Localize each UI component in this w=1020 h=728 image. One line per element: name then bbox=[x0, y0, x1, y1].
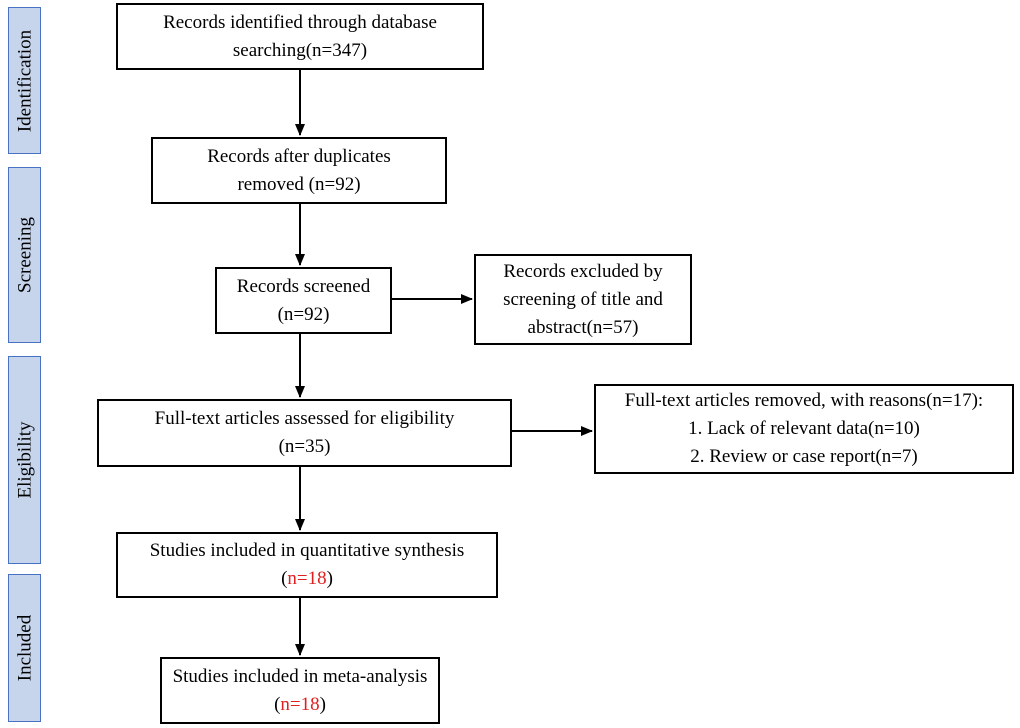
quantitative-count: n=18 bbox=[287, 568, 327, 589]
meta-close-paren: ) bbox=[319, 693, 326, 715]
box-records-identified-line1: Records identified through database bbox=[163, 11, 437, 33]
meta-count: n=18 bbox=[280, 693, 320, 715]
box-fulltext-assessed: Full-text articles assessed for eligibil… bbox=[97, 399, 512, 467]
box-fulltext-removed: Full-text articles removed, with reasons… bbox=[594, 384, 1014, 474]
phase-identification: Identification bbox=[8, 7, 41, 154]
box-records-excluded: Records excluded by screening of title a… bbox=[474, 254, 692, 345]
box-quantitative-synthesis-line2: (n=18) bbox=[281, 565, 333, 593]
quantitative-open-paren: ( bbox=[281, 568, 288, 589]
phase-eligibility: Eligibility bbox=[8, 356, 41, 564]
box-records-identified: Records identified through database sear… bbox=[116, 3, 484, 70]
box-records-identified-line2: searching(n=347) bbox=[232, 39, 368, 61]
quantitative-close-paren: ) bbox=[326, 568, 333, 589]
phase-screening: Screening bbox=[8, 167, 41, 343]
box-fulltext-assessed-line2: (n=35) bbox=[278, 436, 331, 457]
box-quantitative-synthesis-line1: Studies included in quantitative synthes… bbox=[149, 540, 465, 561]
box-meta-analysis-line2: (n=18) bbox=[274, 691, 326, 719]
box-fulltext-removed-line2: 1. Lack of relevant data(n=10) bbox=[688, 418, 920, 439]
box-fulltext-removed-line1: Full-text articles removed, with reasons… bbox=[624, 390, 984, 411]
box-after-duplicates: Records after duplicates removed (n=92) bbox=[151, 137, 447, 204]
box-records-excluded-line1: Records excluded by bbox=[503, 260, 663, 282]
box-records-excluded-line3: abstract(n=57) bbox=[527, 316, 639, 338]
box-meta-analysis-line1: Studies included in meta-analysis bbox=[172, 665, 428, 687]
box-records-screened: Records screened (n=92) bbox=[215, 267, 392, 334]
meta-open-paren: ( bbox=[274, 693, 281, 715]
box-fulltext-assessed-line1: Full-text articles assessed for eligibil… bbox=[154, 408, 455, 429]
box-records-excluded-line2: screening of title and bbox=[503, 288, 663, 310]
phase-included: Included bbox=[8, 574, 41, 722]
box-meta-analysis: Studies included in meta-analysis (n=18) bbox=[160, 657, 440, 724]
box-after-duplicates-line2: removed (n=92) bbox=[237, 173, 361, 195]
box-fulltext-removed-line3: 2. Review or case report(n=7) bbox=[690, 446, 918, 467]
box-quantitative-synthesis: Studies included in quantitative synthes… bbox=[116, 532, 498, 598]
box-records-screened-line2: (n=92) bbox=[277, 303, 330, 325]
box-records-screened-line1: Records screened bbox=[236, 275, 371, 297]
box-after-duplicates-line1: Records after duplicates bbox=[207, 145, 391, 167]
